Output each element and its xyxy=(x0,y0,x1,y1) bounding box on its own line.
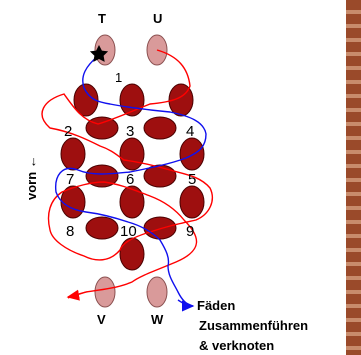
note-line-2: Zusammenführen xyxy=(199,318,308,333)
bead-end-w xyxy=(146,276,168,308)
thread-blue-arrow xyxy=(177,299,195,312)
note-line-3: & verknoten xyxy=(199,338,274,353)
bead-h-row1-left xyxy=(85,116,119,140)
bead-v-mid-left xyxy=(60,137,86,171)
bead-v-low-center xyxy=(119,185,145,219)
bead-number-8: 8 xyxy=(66,223,74,240)
bead-number-2: 2 xyxy=(64,123,72,140)
bead-h-row1-right xyxy=(143,116,177,140)
bead-v-mid-center xyxy=(119,137,145,171)
bead-h-row3-left xyxy=(85,216,119,240)
bead-number-5: 5 xyxy=(188,171,196,188)
bead-h-row2-left xyxy=(85,164,119,188)
bead-h-row3-right xyxy=(143,216,177,240)
decorative-border-strip xyxy=(346,0,361,355)
bead-number-6: 6 xyxy=(126,171,134,188)
bead-number-1: 1 xyxy=(115,70,122,85)
bead-number-10: 10 xyxy=(120,223,137,240)
bead-v-mid-right xyxy=(179,137,205,171)
bead-number-9: 9 xyxy=(186,223,194,240)
bead-number-7: 7 xyxy=(66,171,74,188)
label-w: W xyxy=(151,312,164,327)
side-label-front: vorn ← xyxy=(24,155,39,200)
bead-v-low-right xyxy=(179,185,205,219)
bead-number-3: 3 xyxy=(126,123,134,140)
bead-end-v xyxy=(94,276,116,308)
thread-blue xyxy=(55,55,207,307)
note-line-1: Fäden xyxy=(197,298,235,313)
label-v: V xyxy=(97,312,106,327)
label-t: T xyxy=(98,11,106,26)
start-star-icon xyxy=(89,45,109,62)
thread-red-arrow xyxy=(66,289,87,301)
bead-v-bottom-center xyxy=(119,237,145,271)
label-u: U xyxy=(153,11,162,26)
bead-number-4: 4 xyxy=(186,123,194,140)
bead-v-top-left xyxy=(73,83,99,117)
